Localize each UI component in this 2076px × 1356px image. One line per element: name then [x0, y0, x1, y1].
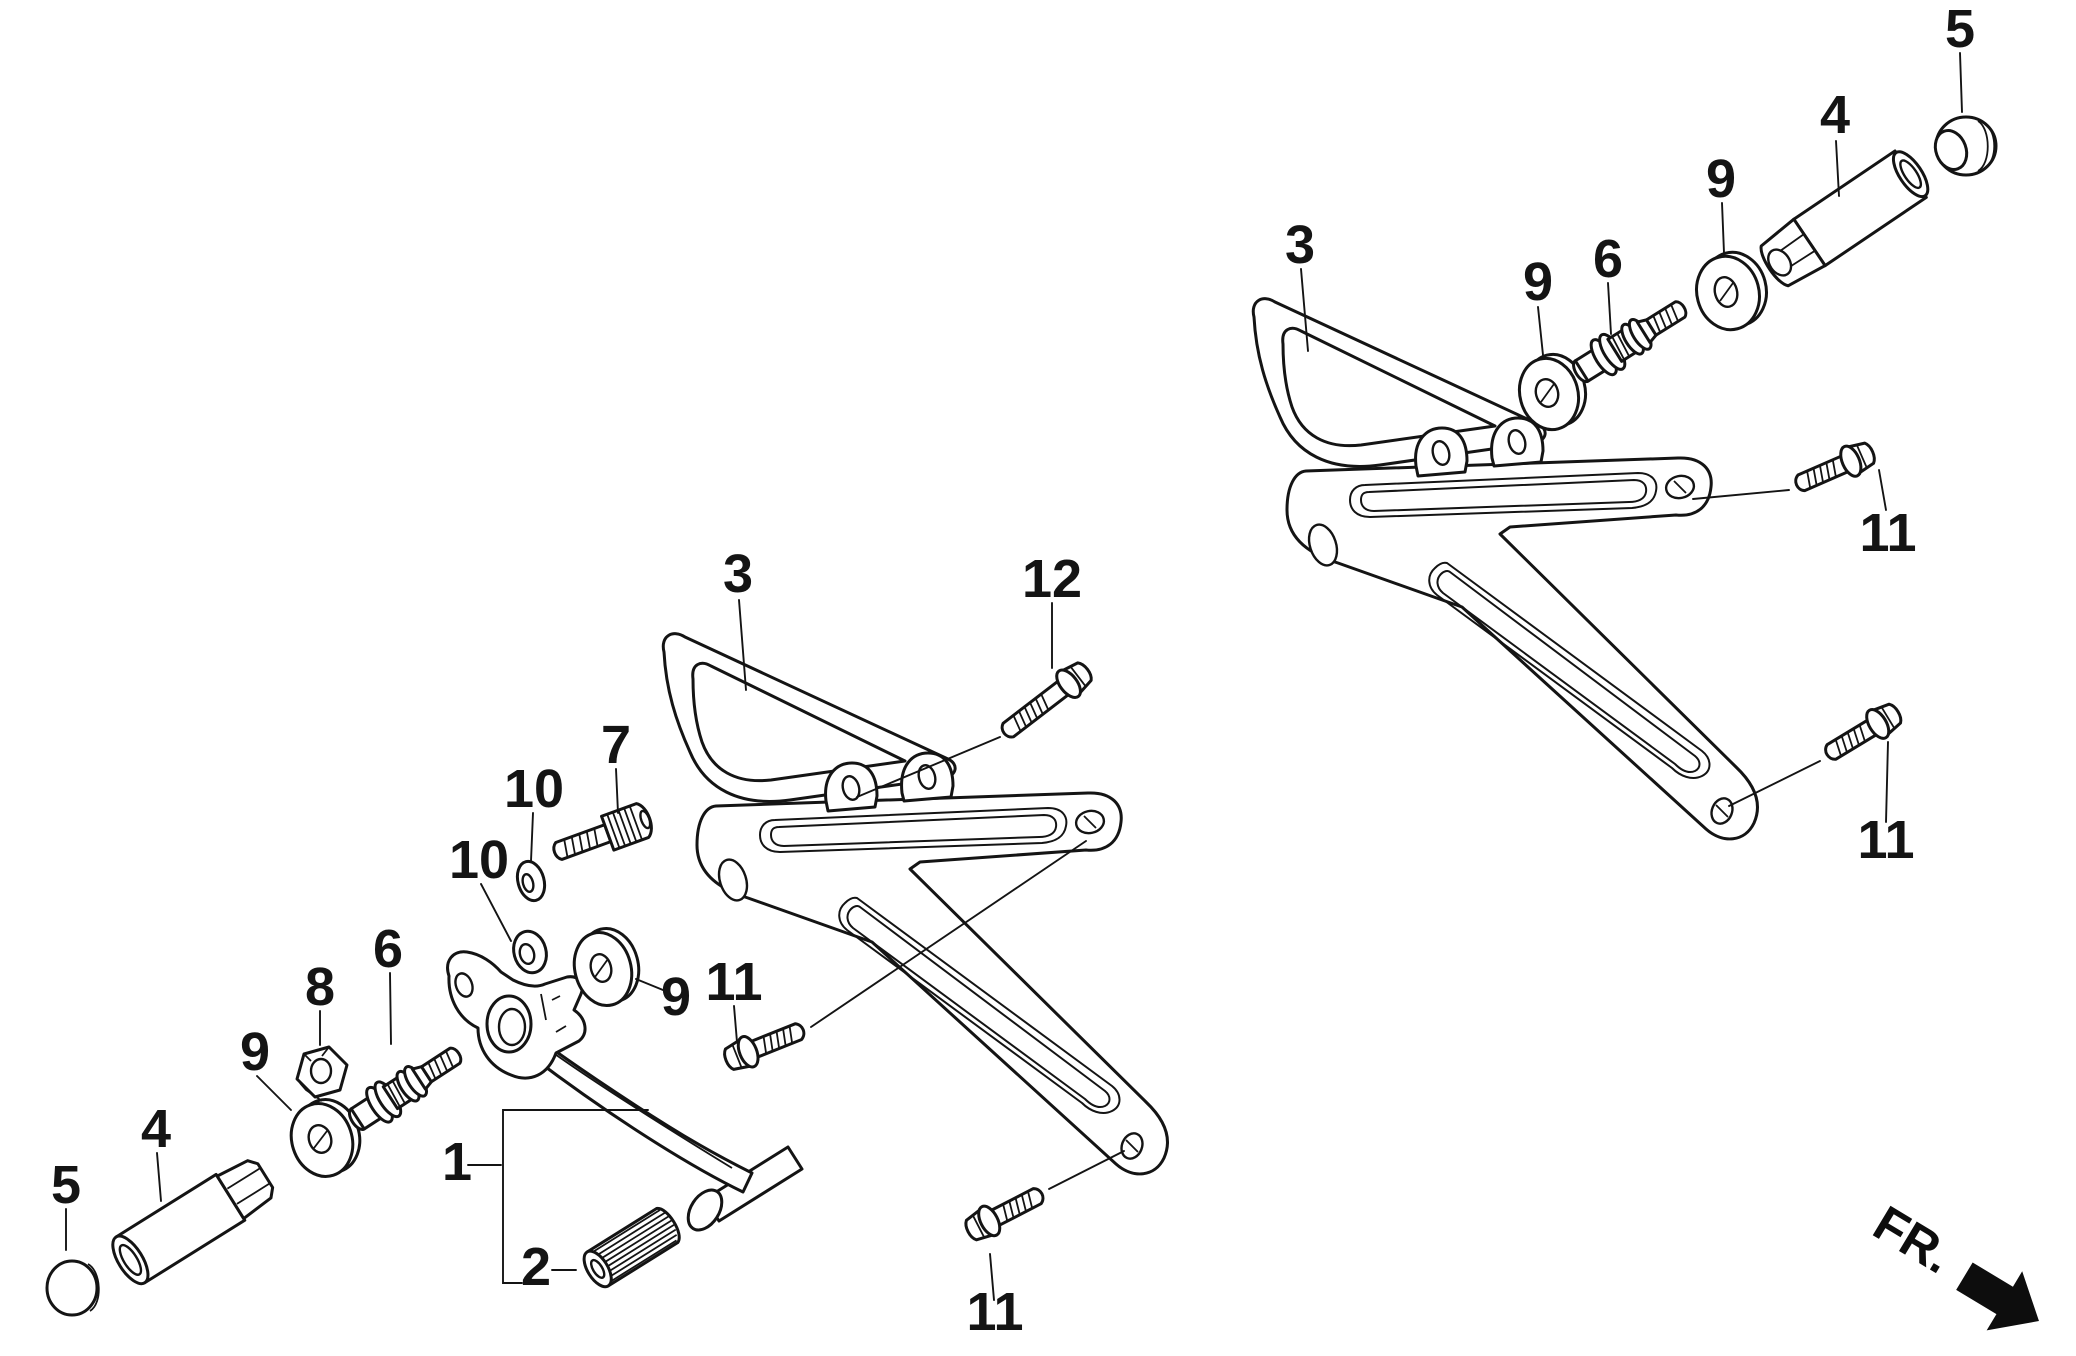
callout-11-right-upper: 11 — [1859, 503, 1916, 563]
footpeg-cap-right — [1933, 115, 1998, 177]
callout-5-left: 5 — [51, 1155, 81, 1215]
washer-9-right-lower — [1517, 352, 1588, 432]
callout-3-center: 3 — [723, 544, 753, 604]
footpeg-left — [111, 1159, 275, 1286]
socket-screw-7 — [552, 802, 653, 861]
hex-nut-8 — [295, 1045, 349, 1102]
flange-bolt-11-right-upper — [1788, 435, 1881, 502]
callout-11-right-lower: 11 — [1857, 810, 1914, 870]
footpeg-cap-left — [45, 1259, 100, 1317]
fr-arrow-icon — [1956, 1262, 2039, 1331]
shift-pedal-assembly — [446, 950, 804, 1289]
front-direction-indicator: FR. — [1864, 1195, 2039, 1331]
footpeg-right — [1759, 149, 1930, 288]
flange-bolt-12 — [992, 655, 1099, 748]
part1-bracket-line — [502, 1109, 649, 1284]
callout-labels: 5 4 9 6 9 3 11 11 3 12 7 10 10 6 8 9 4 5… — [51, 0, 1975, 1342]
washer-10-upper — [515, 859, 547, 903]
callout-9-left: 9 — [240, 1022, 270, 1082]
callout-9-right-lower: 9 — [1523, 252, 1553, 312]
callout-5-right: 5 — [1945, 0, 1975, 59]
flange-bolt-11-center — [718, 1013, 811, 1077]
callout-4-left: 4 — [141, 1099, 171, 1159]
callout-8: 8 — [305, 957, 335, 1017]
callout-7: 7 — [601, 715, 631, 775]
flange-bolt-11-right-lower — [1817, 696, 1908, 770]
callout-1: 1 — [442, 1132, 472, 1192]
washer-10-lower — [512, 929, 548, 975]
callout-2: 2 — [521, 1237, 551, 1297]
joint-bolt-right — [1572, 300, 1688, 384]
washer-9-left — [289, 1098, 362, 1178]
callout-3-right: 3 — [1285, 215, 1315, 275]
callout-9-right-upper: 9 — [1706, 149, 1736, 209]
fr-label: FR. — [1864, 1195, 1962, 1284]
callout-9-center: 9 — [661, 967, 691, 1027]
washer-9-right-upper — [1695, 250, 1768, 332]
washer-9-center — [572, 927, 641, 1007]
callout-6-left: 6 — [373, 919, 403, 979]
callout-4-right: 4 — [1820, 85, 1850, 145]
callout-11-bottom: 11 — [966, 1282, 1023, 1342]
joint-bolt-left — [347, 1046, 463, 1131]
callout-10-lower: 10 — [449, 830, 509, 890]
callout-6-right: 6 — [1593, 229, 1623, 289]
flange-bolt-11-bottom — [959, 1178, 1051, 1248]
callout-10-upper: 10 — [504, 759, 564, 819]
step-bracket-center — [661, 632, 1169, 1176]
callout-12: 12 — [1022, 549, 1082, 609]
step-bracket-right — [1251, 297, 1759, 841]
callout-11-center: 11 — [705, 952, 762, 1012]
leader-lines — [65, 52, 1963, 1301]
